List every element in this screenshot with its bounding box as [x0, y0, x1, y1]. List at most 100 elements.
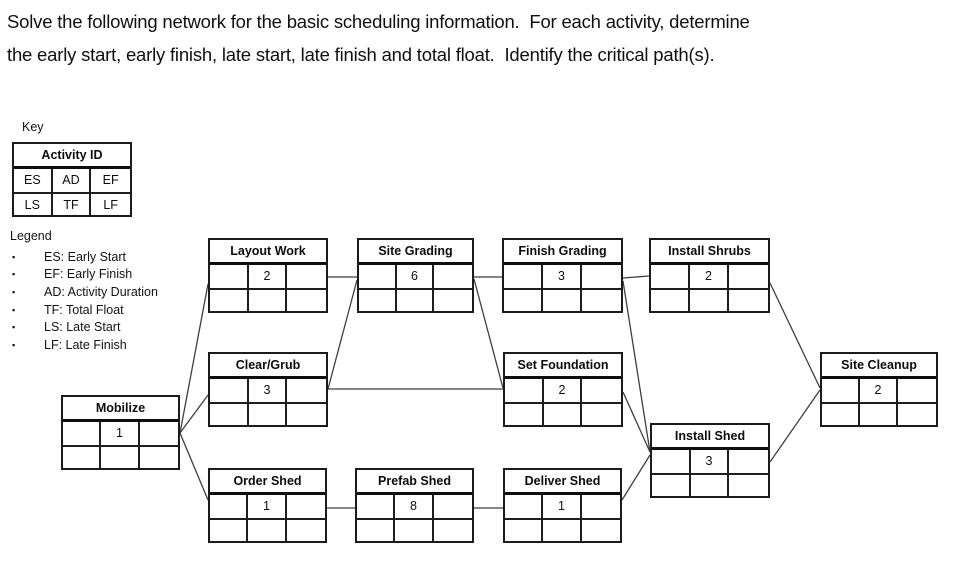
bullet-icon: ▪: [12, 304, 16, 315]
key-cell-ef: EF: [102, 173, 119, 187]
activity-cell-ad: 8: [395, 495, 434, 518]
bullet-icon: ▪: [12, 286, 16, 297]
activity-cell-ef: [287, 265, 326, 288]
edge-clear-grub-to-site-grading: [327, 279, 358, 390]
activity-cell-ef: [582, 379, 621, 402]
activity-cells: 2: [822, 379, 936, 425]
legend-item: ▪ LF: Late Finish: [12, 337, 127, 352]
activity-title: Prefab Shed: [357, 470, 472, 495]
activity-cell-es: [505, 379, 544, 402]
edge-set-foundation-to-install-shed: [622, 391, 651, 453]
activity-cell-lf: [139, 445, 178, 468]
activity-cell-es: [359, 265, 397, 288]
bullet-icon: ▪: [12, 322, 16, 333]
activity-cell-ls: [357, 518, 396, 541]
activity-cell-lf: [286, 518, 325, 541]
activity-cell-es: [357, 495, 396, 518]
activity-cell-ad: 6: [397, 265, 435, 288]
activity-cell-ls: [504, 288, 543, 311]
legend-item: ▪ TF: Total Float: [12, 302, 124, 317]
activity-cell-es: [63, 422, 102, 445]
edge-site-grading-to-set-foundation: [473, 278, 504, 389]
activity-cells: 2: [210, 265, 326, 311]
activity-cell-lf: [581, 518, 620, 541]
activity-cells: 1: [505, 495, 620, 541]
activity-cell-ef: [287, 379, 326, 402]
activity-cell-es: [505, 495, 544, 518]
bullet-icon: ▪: [12, 269, 16, 280]
activity-cell-ls: [63, 445, 102, 468]
activity-cell-tf: [248, 518, 287, 541]
activity-cell-tf: [860, 402, 898, 425]
activity-cell-ad: 2: [544, 379, 583, 402]
key-table: Activity ID ES AD EF LS TF LF: [12, 142, 132, 217]
activity-cell-ad: 3: [691, 450, 730, 473]
activity-cell-ls: [822, 402, 860, 425]
activity-title: Mobilize: [63, 397, 178, 422]
activity-cells: 1: [63, 422, 178, 468]
activity-cell-tf: [690, 473, 730, 496]
legend-item: ▪ LS: Late Start: [12, 320, 121, 335]
activity-cell-ef: [287, 495, 325, 518]
activity-cell-lf: [582, 288, 621, 311]
activity-cell-lf: [433, 518, 472, 541]
activity-cell-tf: [101, 445, 140, 468]
activity-cell-ef: [729, 450, 768, 473]
activity-cell-ad: 2: [249, 265, 288, 288]
activity-cell-ls: [210, 288, 249, 311]
key-cell-ls: LS: [14, 192, 53, 215]
bullet-icon: ▪: [12, 251, 16, 262]
activity-cell-tf: [690, 288, 729, 311]
activity-cell-ad: 1: [543, 495, 582, 518]
activity-cell-lf: [729, 288, 768, 311]
legend-label: Legend: [10, 229, 52, 243]
activity-cell-ad: 1: [248, 495, 287, 518]
legend-item: ▪ ES: Early Start: [12, 249, 126, 264]
activity-title: Clear/Grub: [210, 354, 326, 379]
activity-cell-ls: [210, 402, 249, 425]
problem-statement-line1: Solve the following network for the basi…: [7, 11, 750, 32]
activity-cell-lf: [434, 288, 472, 311]
activity-cells: 3: [652, 450, 768, 496]
activity-cell-tf: [543, 288, 582, 311]
activity-cell-ls: [359, 288, 397, 311]
activity-cell-ls: [505, 402, 544, 425]
key-cell-es: ES: [14, 169, 53, 192]
activity-cell-tf: [248, 288, 288, 311]
activity-cells: 6: [359, 265, 472, 311]
activity-title: Site Cleanup: [822, 354, 936, 379]
edge-finish-grading-to-install-shed: [622, 280, 651, 453]
activity-title: Set Foundation: [505, 354, 621, 379]
activity-cells: 3: [504, 265, 621, 311]
activity-cells: 2: [651, 265, 768, 311]
edge-install-shed-to-site-cleanup: [769, 389, 821, 463]
activity-cell-ad: 2: [860, 379, 898, 402]
activity-cells: 8: [357, 495, 472, 541]
key-table-cells: ES AD EF LS TF LF: [14, 169, 130, 215]
activity-cell-lf: [287, 402, 326, 425]
activity-cell-es: [504, 265, 543, 288]
activity-cell-ef: [582, 495, 620, 518]
legend-list: ▪ ES: Early Start ▪ EF: Early Finish ▪ A…: [12, 248, 158, 354]
activity-title: Install Shed: [652, 425, 768, 450]
problem-statement-line2: the early start, early finish, late star…: [7, 44, 715, 65]
activity-cells: 1: [210, 495, 325, 541]
activity-cell-ef: [729, 265, 768, 288]
activity-title: Deliver Shed: [505, 470, 620, 495]
legend-item: ▪ AD: Activity Duration: [12, 284, 158, 299]
edge-mobilize-to-order-shed: [179, 432, 209, 501]
activity-cell-lf: [898, 402, 936, 425]
activity-cell-es: [210, 495, 249, 518]
